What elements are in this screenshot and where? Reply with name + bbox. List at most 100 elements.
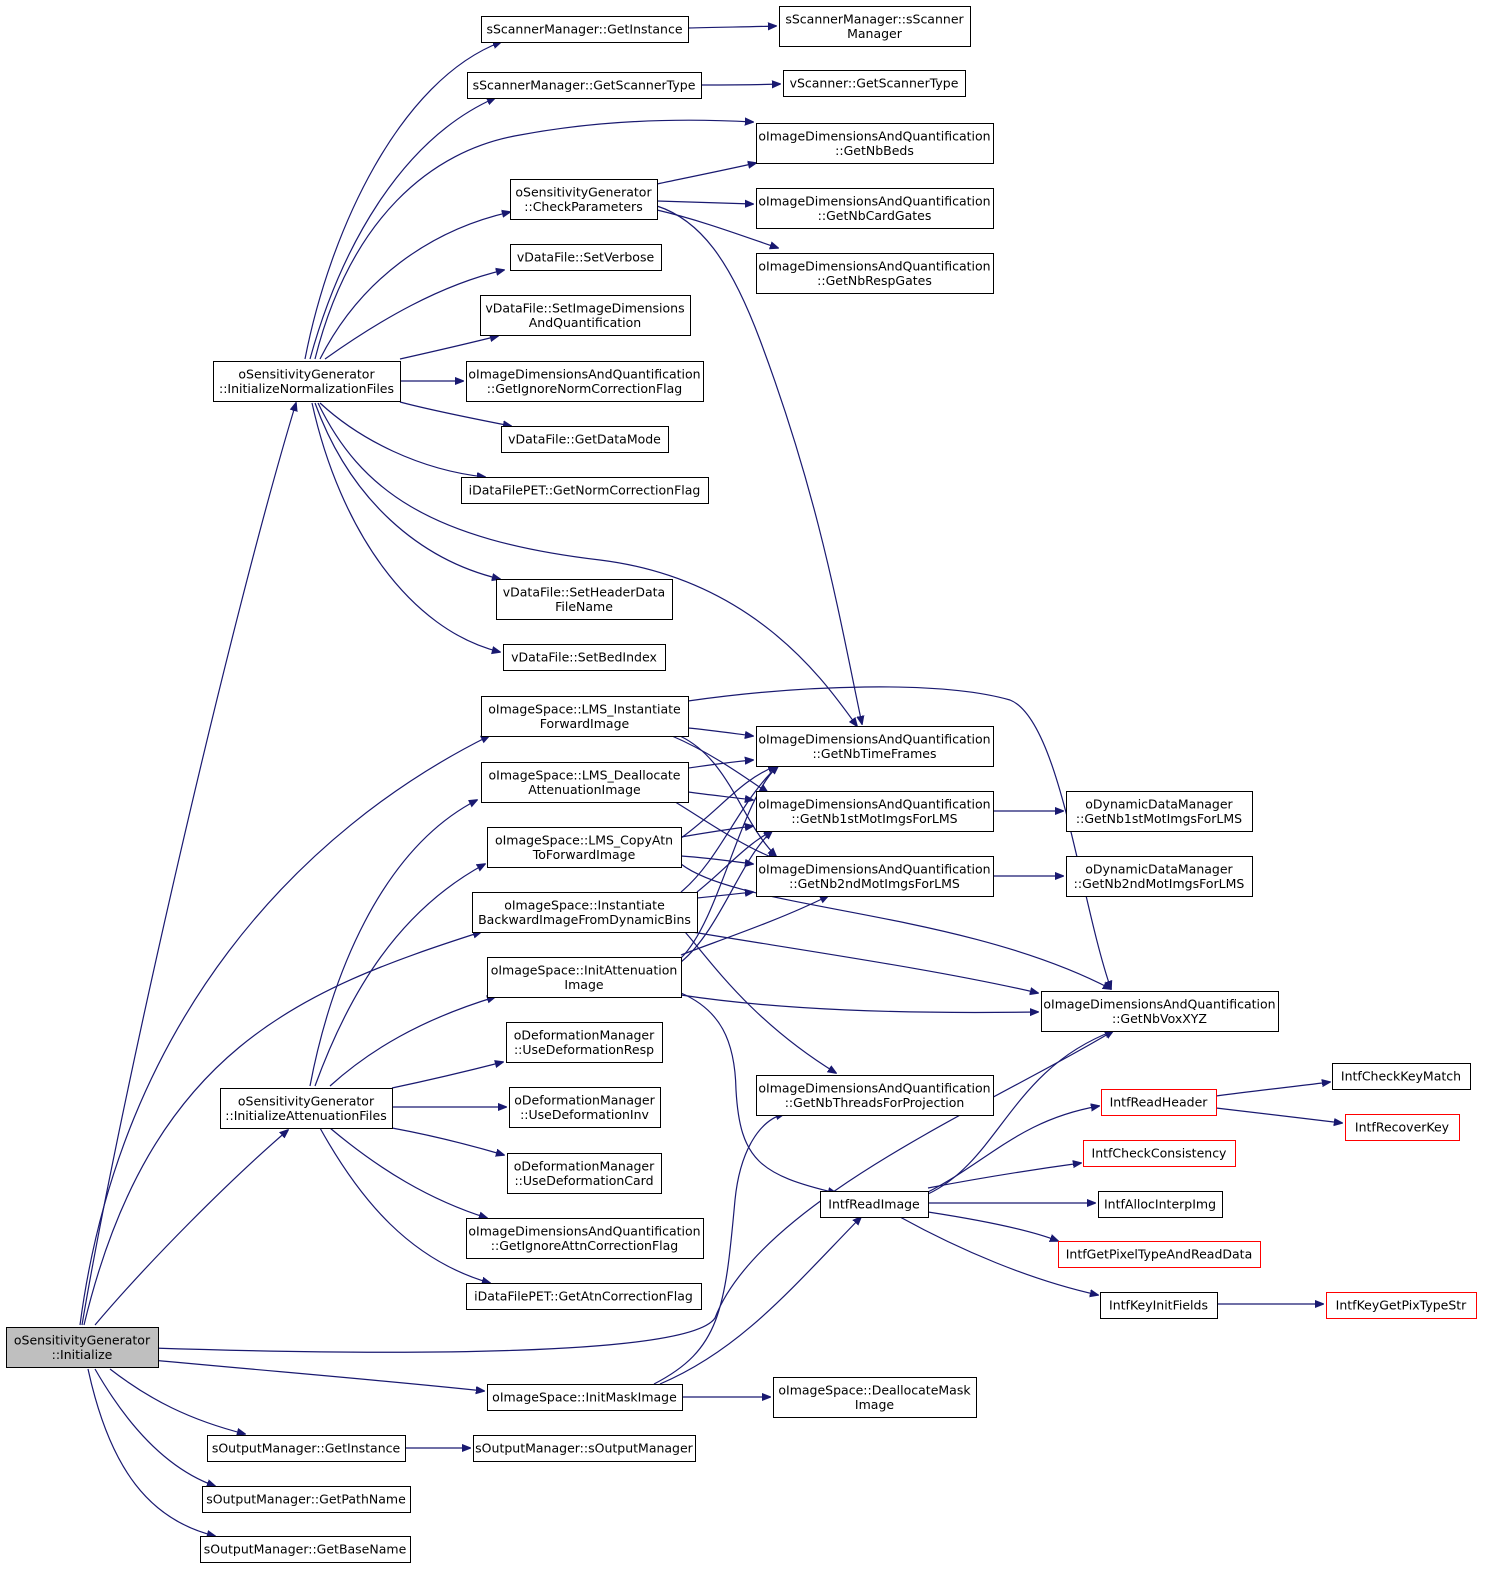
node-box [496,579,673,620]
edge-init-to-lms_inst [79,736,489,1326]
edge-readimage-to-checkcons [927,1163,1081,1189]
node-out-ctor[interactable]: sOutputManager::sOutputManager [473,1435,696,1462]
node-label: iDataFilePET::GetNormCorrectionFlag [469,483,701,498]
node-checkkey[interactable]: IntfCheckKeyMatch [1332,1063,1471,1090]
node-out-base[interactable]: sOutputManager::GetBaseName [200,1536,411,1563]
node-setimgdim[interactable]: vDataFile::SetImageDimensionsAndQuantifi… [480,295,691,336]
node-init[interactable]: oSensitivityGenerator::Initialize [6,1327,159,1368]
node-label: oImageDimensionsAndQuantification [758,128,990,143]
node-box [487,957,682,998]
edge-init-to-initattn [94,1130,288,1326]
node-allocinterp[interactable]: IntfAllocInterpImg [1098,1191,1223,1218]
node-lms-dealloc[interactable]: oImageSpace::LMS_DeallocateAttenuationIm… [481,762,689,803]
node-label: ::GetNbCardGates [818,208,932,223]
node-box [1058,1241,1261,1268]
edge-init-to-out_base [87,1368,215,1536]
node-keygetpix[interactable]: IntfKeyGetPixTypeStr [1326,1292,1477,1319]
node-box [506,1022,663,1063]
edge-checkparams-to-nbtime [656,205,862,724]
node-box [200,1536,411,1563]
node-nb1st[interactable]: oImageDimensionsAndQuantification::GetNb… [756,791,994,832]
node-label: oDeformationManager [514,1158,655,1173]
node-scan-gettype[interactable]: sScannerManager::GetScannerType [467,72,702,99]
node-box [466,1218,704,1259]
node-label: oDeformationManager [514,1092,655,1107]
node-label: oSensitivityGenerator [515,184,652,199]
node-dyn2nd[interactable]: oDynamicDataManager::GetNb2ndMotImgsForL… [1066,856,1253,897]
node-normflag[interactable]: iDataFilePET::GetNormCorrectionFlag [461,477,709,504]
node-label: ::CheckParameters [524,199,642,214]
node-out-getinst[interactable]: sOutputManager::GetInstance [207,1435,406,1462]
node-atnflag[interactable]: iDataFilePET::GetAtnCorrectionFlag [466,1283,702,1310]
edge-checkparams-to-nbresp [656,209,778,248]
node-nbtime[interactable]: oImageDimensionsAndQuantification::GetNb… [756,726,994,767]
node-label: IntfReadImage [828,1197,920,1212]
node-box [503,644,666,671]
node-defresp[interactable]: oDeformationManager::UseDeformationResp [506,1022,663,1063]
node-readheader[interactable]: IntfReadHeader [1101,1089,1217,1116]
edge-checkparams-to-nbbeds [656,163,756,185]
node-ignoreattn[interactable]: oImageDimensionsAndQuantification::GetIg… [466,1218,704,1259]
node-getpixel[interactable]: IntfGetPixelTypeAndReadData [1058,1241,1261,1268]
node-label: vScanner::GetScannerType [790,76,959,91]
node-box [461,477,709,504]
node-defcard[interactable]: oDeformationManager::UseDeformationCard [507,1153,662,1194]
node-nbcard[interactable]: oImageDimensionsAndQuantification::GetNb… [756,188,994,229]
node-box [480,295,691,336]
node-vscan-gettype[interactable]: vScanner::GetScannerType [783,70,966,97]
node-nb2nd[interactable]: oImageDimensionsAndQuantification::GetNb… [756,856,994,897]
node-box [481,762,689,803]
node-label: vDataFile::SetBedIndex [511,650,657,665]
node-out-path[interactable]: sOutputManager::GetPathName [202,1486,411,1513]
node-ignorenorm[interactable]: oImageDimensionsAndQuantification::GetIg… [466,361,704,402]
node-label: oDeformationManager [514,1027,655,1042]
node-definv[interactable]: oDeformationManager::UseDeformationInv [509,1087,661,1128]
node-nbresp[interactable]: oImageDimensionsAndQuantification::GetNb… [756,253,994,294]
node-keyinit[interactable]: IntfKeyInitFields [1100,1292,1218,1319]
node-label: ToForwardImage [532,847,636,862]
node-instback[interactable]: oImageSpace::InstantiateBackwardImageFro… [472,892,698,933]
edge-initattimg-to-nb2nd [680,896,828,956]
node-label: vDataFile::SetVerbose [517,250,655,265]
node-setbed[interactable]: vDataFile::SetBedIndex [503,644,666,671]
node-initattn[interactable]: oSensitivityGenerator::InitializeAttenua… [220,1088,393,1129]
node-label: oImageSpace::LMS_Instantiate [488,701,681,716]
node-label: oImageDimensionsAndQuantification [468,1223,700,1238]
node-checkcons[interactable]: IntfCheckConsistency [1083,1140,1236,1167]
node-getdatamode[interactable]: vDataFile::GetDataMode [501,426,669,453]
node-label: IntfAllocInterpImg [1104,1197,1216,1212]
node-initmask[interactable]: oImageSpace::InitMaskImage [487,1384,683,1411]
node-initnorm[interactable]: oSensitivityGenerator::InitializeNormali… [213,361,401,402]
node-scan-getinst[interactable]: sScannerManager::GetInstance [481,16,689,43]
node-nbthreads[interactable]: oImageDimensionsAndQuantification::GetNb… [756,1075,994,1116]
node-setverbose[interactable]: vDataFile::SetVerbose [510,244,662,271]
node-scan-ctor[interactable]: sScannerManager::sScannerManager [779,6,971,47]
node-readimage[interactable]: IntfReadImage [820,1191,929,1218]
node-nbvox[interactable]: oImageDimensionsAndQuantification::GetNb… [1041,991,1279,1032]
edge-initnorm-to-scan_gettype [309,98,495,360]
node-dyn1st[interactable]: oDynamicDataManager::GetNb1stMotImgsForL… [1066,791,1253,832]
node-box [220,1088,393,1129]
node-label: sScannerManager::GetScannerType [473,78,696,93]
node-box [509,1087,661,1128]
node-label: oImageDimensionsAndQuantification [758,731,990,746]
node-label: oImageDimensionsAndQuantification [758,258,990,273]
node-checkparams[interactable]: oSensitivityGenerator::CheckParameters [510,179,658,220]
node-nbbeds[interactable]: oImageDimensionsAndQuantification::GetNb… [756,123,994,164]
edge-initnorm-to-setimgdim [399,336,498,360]
node-label: IntfKeyGetPixTypeStr [1336,1298,1468,1313]
node-label: IntfKeyInitFields [1109,1298,1208,1313]
edge-lms_dealloc-to-nbtime [687,760,753,769]
edge-init-to-initnorm [81,403,296,1326]
edge-instback-to-nbthreads [684,931,836,1073]
node-recoverkey[interactable]: IntfRecoverKey [1345,1114,1460,1141]
edge-readimage-to-readheader [927,1106,1099,1193]
edge-initattimg-to-nb1st [680,831,772,963]
